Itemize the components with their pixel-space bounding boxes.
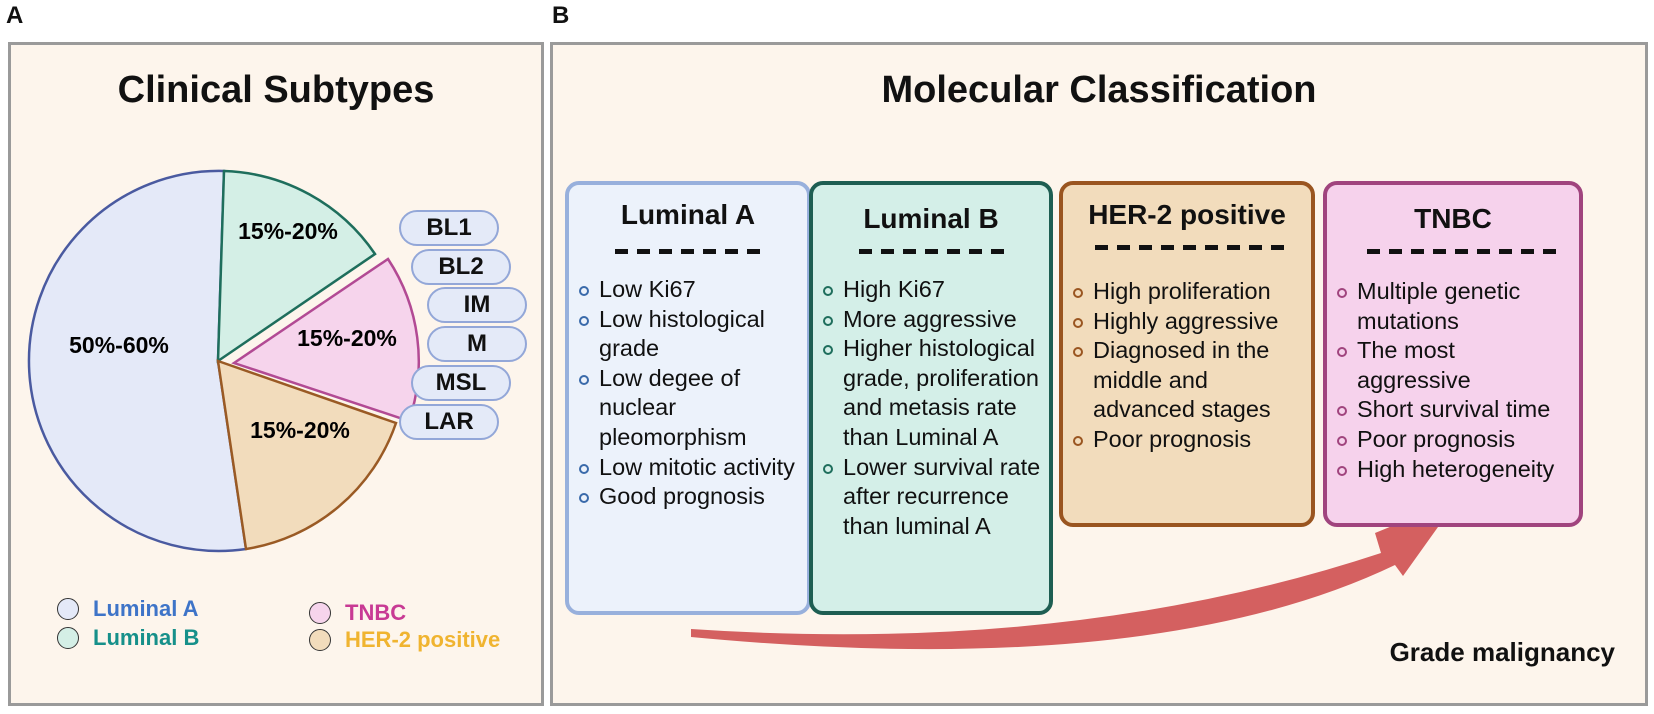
list-item: Good prognosis bbox=[579, 482, 803, 512]
tnbc-subtype-msl: MSL bbox=[411, 365, 511, 401]
list-item: Low degee of nuclear pleomorphism bbox=[579, 364, 803, 453]
legend-label-her2: HER-2 positive bbox=[345, 627, 501, 652]
list-item: Poor prognosis bbox=[1337, 425, 1575, 455]
list-item: Low histological grade bbox=[579, 305, 803, 364]
tnbc-subtype-lar: LAR bbox=[399, 404, 499, 440]
bullet-icon bbox=[1073, 288, 1083, 298]
bullet-icon bbox=[1337, 288, 1347, 298]
list-luminal-a: Low Ki67 Low histological grade Low dege… bbox=[579, 275, 803, 512]
bullet-icon bbox=[579, 315, 589, 326]
list-item: Lower survival rate after recurrence tha… bbox=[823, 453, 1045, 542]
legend-item-her2: HER-2 positive bbox=[309, 627, 500, 653]
box-luminal-a: Luminal A Low Ki67 Low histological grad… bbox=[565, 181, 811, 615]
box-title-tnbc: TNBC bbox=[1414, 203, 1492, 234]
bullet-icon bbox=[579, 463, 589, 474]
panel-a-clinical-subtypes: Clinical Subtypes 50%-60% 15%-20% 15%-20… bbox=[8, 42, 544, 706]
list-item: Higher histological grade, proliferation… bbox=[823, 334, 1045, 452]
bullet-icon bbox=[579, 374, 589, 385]
bullet-icon bbox=[579, 286, 589, 296]
box-title-luminal-b: Luminal B bbox=[863, 203, 999, 234]
list-item: Short survival time bbox=[1337, 395, 1575, 425]
list-her2-positive: High proliferation Highly aggressive Dia… bbox=[1073, 277, 1307, 455]
pie-slice-luminal-b bbox=[216, 169, 377, 364]
arrow-label: Grade malignancy bbox=[1389, 637, 1615, 667]
list-item: High proliferation bbox=[1073, 277, 1307, 307]
list-luminal-b: High Ki67 More aggressive Higher histolo… bbox=[823, 275, 1045, 541]
list-item: Highly aggressive bbox=[1073, 307, 1307, 337]
legend-item-tnbc: TNBC bbox=[309, 600, 406, 626]
panel-b-letter: B bbox=[552, 2, 570, 29]
pie-label-luminal-a: 50%-60% bbox=[69, 332, 169, 358]
list-item: Low Ki67 bbox=[579, 275, 803, 305]
bullet-icon bbox=[1073, 435, 1083, 446]
panel-b-title: Molecular Classification bbox=[881, 69, 1317, 111]
tnbc-subtype-bl2: BL2 bbox=[411, 249, 511, 285]
bullet-icon bbox=[1073, 317, 1083, 328]
list-item: Multiple genetic mutations bbox=[1337, 277, 1575, 336]
legend-item-luminal-b: Luminal B bbox=[57, 625, 199, 651]
list-item: High Ki67 bbox=[823, 275, 1045, 305]
pie-label-her2: 15%-20% bbox=[250, 417, 350, 443]
bullet-icon bbox=[1337, 435, 1347, 446]
box-luminal-b: Luminal B High Ki67 More aggressive High… bbox=[809, 181, 1053, 615]
tnbc-subtype-im: IM bbox=[427, 287, 527, 323]
bullet-icon bbox=[1073, 347, 1083, 358]
list-item: Diagnosed in the middle and advanced sta… bbox=[1073, 336, 1307, 425]
dashed-separator bbox=[859, 249, 1009, 254]
list-item: More aggressive bbox=[823, 305, 1045, 335]
legend-dot-tnbc bbox=[309, 602, 331, 624]
list-item: Poor prognosis bbox=[1073, 425, 1307, 455]
panel-a-title: Clinical Subtypes bbox=[117, 69, 435, 111]
box-tnbc: TNBC Multiple genetic mutations The most… bbox=[1323, 181, 1583, 527]
tnbc-subtype-m: M bbox=[427, 326, 527, 362]
box-title-luminal-a: Luminal A bbox=[620, 199, 756, 230]
dashed-separator bbox=[615, 249, 765, 254]
pie-label-tnbc: 15%-20% bbox=[297, 325, 397, 351]
box-title-her2-positive: HER-2 positive bbox=[1088, 199, 1286, 230]
box-her2-positive: HER-2 positive High proliferation Highly… bbox=[1059, 181, 1315, 527]
list-item: The most aggressive bbox=[1337, 336, 1575, 395]
bullet-icon bbox=[823, 315, 833, 326]
bullet-icon bbox=[1337, 406, 1347, 417]
bullet-icon bbox=[1337, 465, 1347, 476]
bullet-icon bbox=[579, 493, 589, 504]
legend-label-luminal-a: Luminal A bbox=[93, 596, 199, 621]
panel-a-letter: A bbox=[6, 2, 24, 29]
dashed-separator bbox=[1367, 249, 1557, 254]
list-item: Low mitotic activity bbox=[579, 453, 803, 483]
bullet-icon bbox=[823, 286, 833, 296]
legend-label-tnbc: TNBC bbox=[345, 600, 407, 625]
legend-dot-her2 bbox=[309, 629, 331, 651]
arrow-shape bbox=[691, 499, 1458, 650]
grade-malignancy-arrow bbox=[691, 499, 1458, 650]
legend-item-luminal-a: Luminal A bbox=[57, 596, 199, 622]
pie-chart: 50%-60% 15%-20% 15%-20% 15%-20% bbox=[27, 169, 420, 553]
panel-b-molecular-classification: Molecular Classification Grade malignanc… bbox=[550, 42, 1648, 706]
list-item: High heterogeneity bbox=[1337, 455, 1575, 485]
legend-dot-luminal-a bbox=[57, 598, 79, 620]
bullet-icon bbox=[823, 463, 833, 474]
pie-label-luminal-b: 15%-20% bbox=[238, 218, 338, 244]
pie-slice-her2 bbox=[216, 359, 398, 551]
legend-dot-luminal-b bbox=[57, 627, 79, 649]
dashed-separator bbox=[1095, 245, 1285, 250]
list-tnbc: Multiple genetic mutations The most aggr… bbox=[1337, 277, 1575, 484]
legend-label-luminal-b: Luminal B bbox=[93, 625, 200, 650]
bullet-icon bbox=[823, 345, 833, 356]
pie-slice-luminal-a bbox=[27, 169, 248, 553]
bullet-icon bbox=[1337, 347, 1347, 358]
tnbc-subtype-bl1: BL1 bbox=[399, 210, 499, 246]
